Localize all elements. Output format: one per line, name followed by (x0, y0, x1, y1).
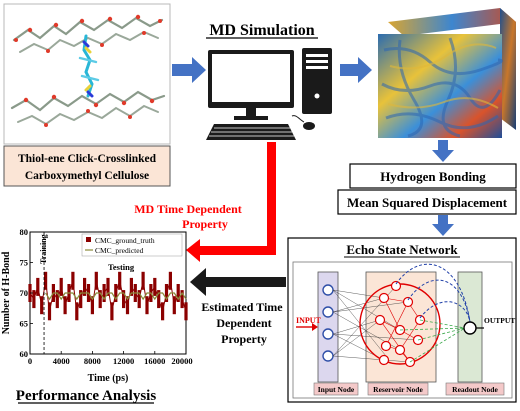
h-bonding-box (349, 163, 517, 189)
arrow-to-md (172, 57, 206, 83)
legend-label-predicted: CMC_predicted (95, 246, 144, 255)
reservoir-node-label: Reservoir Node (373, 385, 423, 394)
x-tick-label: 20000 (171, 356, 192, 366)
y-tick-label: 60 (20, 349, 29, 359)
molecule-panel: Thiol-ene Click-Crosslinked Carboxymethy… (3, 3, 171, 187)
output-label: OUTPUT (484, 316, 515, 325)
y-tick-label: 70 (20, 288, 29, 298)
arrow-to-esn (432, 215, 454, 236)
estimated-line-2: Dependent (216, 316, 271, 330)
legend-label-ground-truth: CMC_ground_truth (95, 236, 155, 245)
arrow-to-analysis (432, 140, 454, 162)
molecule-caption-line-1: Thiol-ene Click-Crosslinked (18, 153, 157, 165)
md-property-line-1: MD Time Dependent (134, 202, 242, 216)
readout-node-label: Readout Node (452, 385, 498, 394)
reservoir-node-label-box (367, 382, 429, 396)
legend-swatch-ground-truth (86, 237, 91, 242)
x-tick-label: 16000 (144, 356, 165, 366)
computer-monitor-icon (208, 50, 294, 120)
arrow-to-cube (340, 57, 372, 83)
msd-label: Mean Squared Displacement (347, 195, 508, 210)
md-simulation: MD Simulation (206, 22, 332, 140)
oxygen-atoms (14, 14, 162, 127)
msd-box (337, 189, 517, 215)
simulation-box-image (378, 8, 516, 138)
input-node-label-box (313, 382, 359, 396)
molecule-caption-box (3, 145, 171, 187)
y-tick-label: 75 (20, 258, 29, 268)
molecule-caption-line-2: Carboxymethyl Cellulose (25, 170, 149, 182)
annotation-training: Training (39, 234, 48, 264)
annotation-testing: Testing (108, 262, 135, 272)
hbond-chart: 0 4000 8000 12000 16000 20000 60 65 70 75 80 Train… (1, 227, 193, 384)
computer-tower-icon (302, 48, 332, 114)
ground-truth-line (29, 278, 187, 314)
readout-neuron (463, 321, 477, 335)
x-tick-label: 12000 (113, 356, 134, 366)
estimated-property-arrow: Estimated Time Dependent Property (190, 268, 286, 346)
input-arrow: INPUT (296, 316, 322, 331)
input-label: INPUT (296, 316, 322, 325)
x-tick-label: 0 (28, 356, 32, 366)
predicted-line (45, 291, 187, 301)
mouse-icon (291, 115, 315, 130)
x-axis-label: Time (ps) (88, 373, 129, 384)
md-title: MD Simulation (209, 22, 314, 39)
y-axis-label: Number of H-Bond (1, 251, 12, 334)
esn-title: Echo State Network (346, 242, 458, 257)
output-arrow: OUTPUT (476, 316, 515, 329)
y-tick-label: 80 (20, 227, 29, 237)
readout-node-label-box (445, 382, 505, 396)
y-tick-label: 65 (20, 319, 29, 329)
md-property-arrow: MD Time Dependent Property (134, 142, 276, 262)
molecule-structure-icon (10, 16, 166, 126)
chart-marks (28, 271, 188, 321)
estimated-line-3: Property (221, 332, 267, 346)
h-bonding-label: Hydrogen Bonding (380, 169, 486, 184)
input-node-label: Input Node (318, 385, 355, 394)
legend-frame (81, 233, 183, 257)
estimated-line-1: Estimated Time (201, 300, 283, 314)
chart-ticks: 0 4000 8000 12000 16000 20000 60 65 70 75 80 (20, 227, 193, 366)
readout-connections-green (399, 319, 466, 363)
md-property-line-2: Property (182, 217, 228, 231)
analysis-boxes: Hydrogen Bonding Mean Squared Displaceme… (337, 163, 517, 215)
legend: CMC_ground_truth CMC_predicted (81, 233, 183, 257)
keyboard-icon (206, 124, 296, 140)
esn-panel: Echo State Network (287, 237, 517, 403)
x-tick-label: 8000 (84, 356, 101, 366)
feedback-connections-blue (395, 263, 471, 323)
x-tick-label: 4000 (53, 356, 70, 366)
performance-title: Performance Analysis (16, 388, 157, 404)
